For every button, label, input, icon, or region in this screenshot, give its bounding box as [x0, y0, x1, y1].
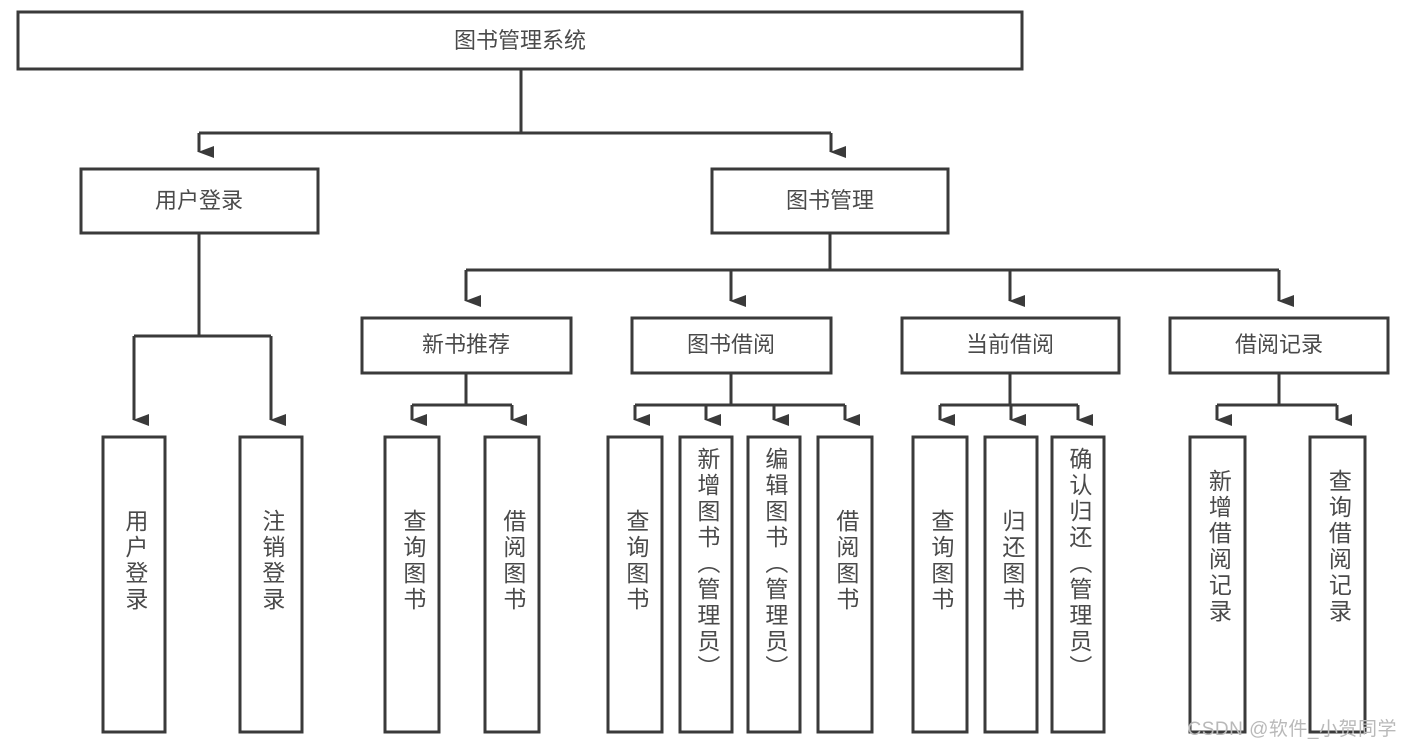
node-user-login-label: 用户登录	[155, 188, 243, 213]
leaf-box-query-book-current[interactable]	[911, 435, 969, 734]
leaf-box-logout-login[interactable]	[238, 435, 304, 734]
node-book-borrow-box[interactable]	[630, 316, 833, 375]
connector-book-borrow-to-leaves	[633, 373, 860, 426]
leaf-box-add-borrow-record[interactable]	[1188, 435, 1247, 734]
node-current-borrow-label: 当前借阅	[966, 332, 1054, 357]
leaf-box-borrow-book-rec[interactable]	[483, 435, 541, 734]
connector-user-login-to-leaves	[132, 233, 286, 426]
leaf-box-confirm-return-admin[interactable]	[1050, 435, 1106, 734]
node-new-book-recommend-label: 新书推荐	[422, 332, 510, 357]
leaf-box-add-book-admin[interactable]	[678, 435, 734, 734]
node-book-management-box[interactable]	[710, 167, 950, 235]
node-current-borrow[interactable]: 当前借阅	[900, 316, 1121, 375]
node-root[interactable]: 图书管理系统	[16, 10, 1024, 71]
leaf-box-user-login[interactable]	[101, 435, 167, 734]
connector-current-borrow-to-leaves	[938, 373, 1093, 426]
node-borrow-record[interactable]: 借阅记录	[1168, 316, 1390, 375]
node-current-borrow-box[interactable]	[900, 316, 1121, 375]
leaf-box-query-book-rec[interactable]	[383, 435, 441, 734]
connector-root-to-level2	[197, 69, 846, 158]
leaf-box-edit-book-admin[interactable]	[746, 435, 802, 734]
leaf-box-query-book-borrow[interactable]	[606, 435, 664, 734]
csdn-watermark: CSDN @软件_小贺同学	[1187, 719, 1397, 740]
node-root-box[interactable]	[16, 10, 1024, 71]
node-new-book-recommend[interactable]: 新书推荐	[360, 316, 573, 375]
leaf-box-borrow-book[interactable]	[816, 435, 874, 734]
node-borrow-record-box[interactable]	[1168, 316, 1390, 375]
connector-book-mgmt-to-level3	[464, 233, 1294, 307]
node-root-label: 图书管理系统	[454, 28, 586, 53]
leaf-box-return-book[interactable]	[983, 435, 1039, 734]
node-new-book-recommend-box[interactable]	[360, 316, 573, 375]
node-user-login-box[interactable]	[79, 167, 320, 235]
connector-new-book-rec-to-leaves	[410, 373, 527, 426]
node-book-borrow[interactable]: 图书借阅	[630, 316, 833, 375]
node-borrow-record-label: 借阅记录	[1235, 332, 1323, 357]
connector-borrow-record-to-leaves	[1215, 373, 1352, 426]
node-book-management[interactable]: 图书管理	[710, 167, 950, 235]
leaf-box-query-borrow-record[interactable]	[1308, 435, 1367, 734]
node-book-management-label: 图书管理	[786, 188, 874, 213]
node-user-login[interactable]: 用户登录	[79, 167, 320, 235]
node-book-borrow-label: 图书借阅	[687, 332, 775, 357]
